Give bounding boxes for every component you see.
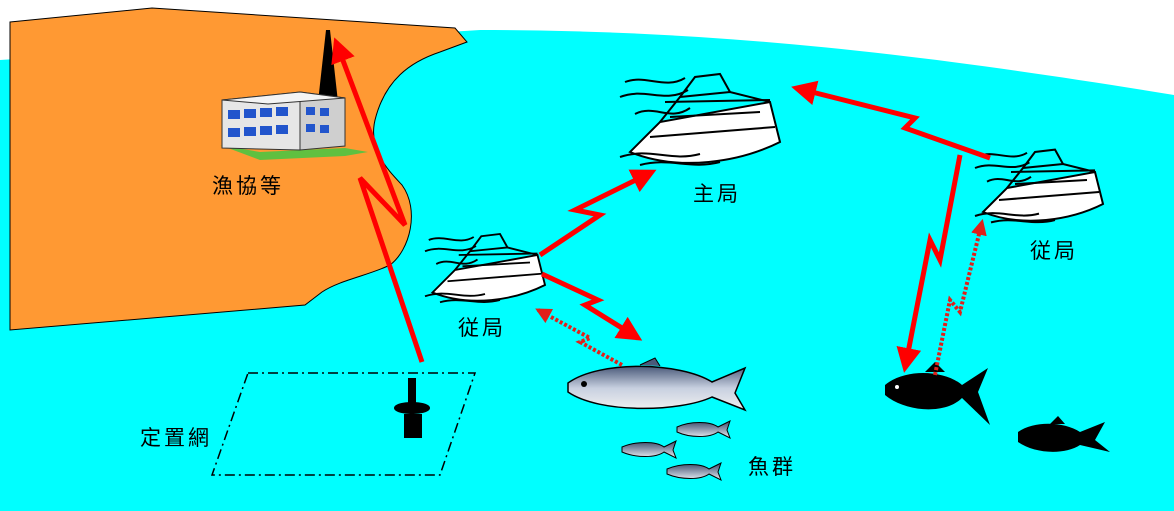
- set-net-boundary: [210, 372, 477, 476]
- fish-icon: [567, 357, 747, 412]
- ship-icon: [974, 148, 1105, 224]
- cooperative-label: 漁協等: [212, 174, 284, 198]
- main-station-label: 主局: [693, 182, 741, 206]
- link-sub-left-to-salmon: [540, 271, 643, 341]
- sub-station-right-label: 従局: [1030, 239, 1078, 263]
- link-sub-left-to-main: [538, 169, 657, 258]
- ship-icon: [619, 72, 782, 166]
- fish-icon: [621, 440, 677, 460]
- fish-icon: [676, 420, 731, 440]
- fish-school-label: 魚群: [748, 455, 796, 479]
- buoy-icon: [394, 378, 430, 438]
- set-net-label: 定置網: [140, 426, 212, 450]
- sub-station-left-label: 従局: [458, 316, 506, 340]
- fish-icon: [1018, 416, 1110, 452]
- link-set-net-to-cooperative: [331, 37, 425, 363]
- radio-link-lines: [331, 37, 991, 373]
- fishery-cooperative-building-icon: [220, 91, 368, 160]
- fish-icon: [666, 462, 722, 482]
- link-sub-right-to-blackfish: [896, 154, 963, 373]
- link-sub-right-to-main: [791, 80, 991, 161]
